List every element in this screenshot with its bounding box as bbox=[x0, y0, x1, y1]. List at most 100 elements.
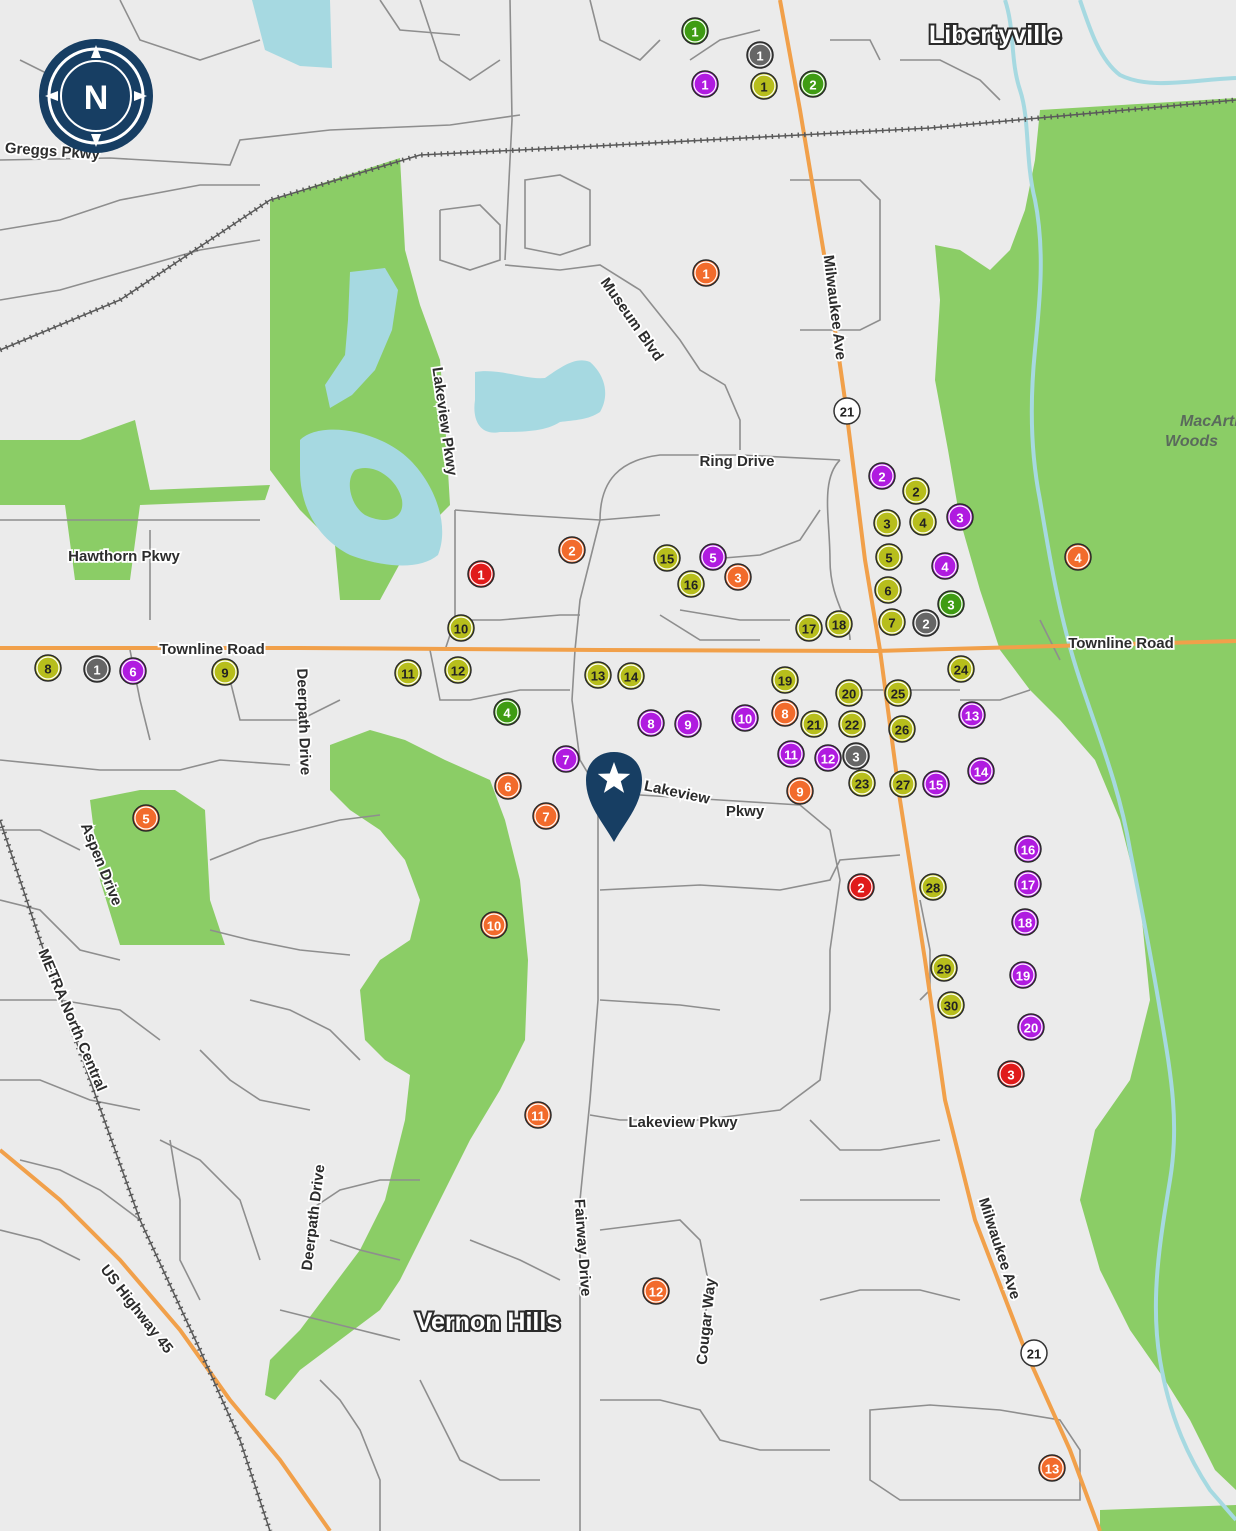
olive-marker-25[interactable]: 25 bbox=[884, 679, 912, 707]
orange-marker-11[interactable]: 11 bbox=[524, 1101, 552, 1129]
olive-marker-5[interactable]: 5 bbox=[875, 543, 903, 571]
road-label-ring-drive: Ring Drive bbox=[699, 453, 774, 470]
orange-marker-4[interactable]: 4 bbox=[1064, 543, 1092, 571]
purple-marker-11[interactable]: 11 bbox=[777, 740, 805, 768]
purple-marker-8[interactable]: 8 bbox=[637, 709, 665, 737]
olive-marker-17[interactable]: 17 bbox=[795, 614, 823, 642]
orange-marker-label: 10 bbox=[487, 919, 501, 934]
purple-marker-19[interactable]: 19 bbox=[1009, 961, 1037, 989]
purple-marker-17[interactable]: 17 bbox=[1014, 870, 1042, 898]
red-marker-1[interactable]: 1 bbox=[467, 560, 495, 588]
orange-marker-3[interactable]: 3 bbox=[724, 563, 752, 591]
purple-marker-14[interactable]: 14 bbox=[967, 757, 995, 785]
property-location-pin[interactable] bbox=[586, 752, 642, 842]
purple-marker-label: 8 bbox=[647, 717, 654, 732]
orange-marker-12[interactable]: 12 bbox=[642, 1277, 670, 1305]
olive-marker-23[interactable]: 23 bbox=[848, 769, 876, 797]
purple-marker-3[interactable]: 3 bbox=[946, 503, 974, 531]
orange-marker-6[interactable]: 6 bbox=[494, 772, 522, 800]
olive-marker-22[interactable]: 22 bbox=[838, 710, 866, 738]
purple-marker-2[interactable]: 2 bbox=[868, 462, 896, 490]
purple-marker-7[interactable]: 7 bbox=[552, 745, 580, 773]
olive-marker-10[interactable]: 10 bbox=[447, 614, 475, 642]
olive-marker-ring bbox=[827, 612, 851, 636]
olive-marker-24[interactable]: 24 bbox=[947, 655, 975, 683]
olive-marker-16[interactable]: 16 bbox=[677, 570, 705, 598]
olive-marker-26[interactable]: 26 bbox=[888, 715, 916, 743]
olive-marker-ring bbox=[877, 545, 901, 569]
olive-marker-29[interactable]: 29 bbox=[930, 954, 958, 982]
olive-marker-label: 15 bbox=[660, 552, 674, 567]
gray-marker-2[interactable]: 2 bbox=[912, 609, 940, 637]
olive-marker-21[interactable]: 21 bbox=[800, 710, 828, 738]
orange-marker-13[interactable]: 13 bbox=[1038, 1454, 1066, 1482]
olive-marker-ring bbox=[802, 712, 826, 736]
olive-marker-12[interactable]: 12 bbox=[444, 656, 472, 684]
olive-marker-circle bbox=[902, 477, 930, 505]
gray-marker-circle bbox=[83, 655, 111, 683]
olive-marker-13[interactable]: 13 bbox=[584, 661, 612, 689]
orange-marker-10[interactable]: 10 bbox=[480, 911, 508, 939]
orange-marker-circle bbox=[786, 777, 814, 805]
green-marker-label: 3 bbox=[947, 598, 954, 613]
purple-marker-5[interactable]: 5 bbox=[699, 543, 727, 571]
gray-marker-1[interactable]: 1 bbox=[746, 41, 774, 69]
olive-marker-2[interactable]: 2 bbox=[902, 477, 930, 505]
orange-marker-7[interactable]: 7 bbox=[532, 802, 560, 830]
red-marker-label: 1 bbox=[477, 568, 484, 583]
red-marker-3[interactable]: 3 bbox=[997, 1060, 1025, 1088]
olive-marker-9[interactable]: 9 bbox=[211, 658, 239, 686]
orange-marker-ring bbox=[534, 804, 558, 828]
olive-marker-30[interactable]: 30 bbox=[937, 991, 965, 1019]
olive-marker-18[interactable]: 18 bbox=[825, 610, 853, 638]
olive-marker-ring bbox=[449, 616, 473, 640]
purple-marker-1[interactable]: 1 bbox=[691, 70, 719, 98]
purple-marker-13[interactable]: 13 bbox=[958, 701, 986, 729]
purple-marker-20[interactable]: 20 bbox=[1017, 1013, 1045, 1041]
green-marker-3[interactable]: 3 bbox=[937, 590, 965, 618]
olive-marker-20[interactable]: 20 bbox=[835, 679, 863, 707]
olive-marker-14[interactable]: 14 bbox=[617, 662, 645, 690]
olive-marker-3[interactable]: 3 bbox=[873, 509, 901, 537]
purple-marker-ring bbox=[701, 545, 725, 569]
orange-marker-8[interactable]: 8 bbox=[771, 699, 799, 727]
olive-marker-4[interactable]: 4 bbox=[909, 508, 937, 536]
purple-marker-10[interactable]: 10 bbox=[731, 704, 759, 732]
olive-marker-ring bbox=[837, 681, 861, 705]
orange-marker-2[interactable]: 2 bbox=[558, 536, 586, 564]
green-marker-4[interactable]: 4 bbox=[493, 698, 521, 726]
purple-marker-6[interactable]: 6 bbox=[119, 657, 147, 685]
green-marker-2[interactable]: 2 bbox=[799, 70, 827, 98]
green-marker-1[interactable]: 1 bbox=[681, 17, 709, 45]
orange-marker-1[interactable]: 1 bbox=[692, 259, 720, 287]
olive-marker-circle bbox=[875, 543, 903, 571]
orange-marker-9[interactable]: 9 bbox=[786, 777, 814, 805]
olive-marker-label: 30 bbox=[944, 999, 958, 1014]
gray-marker-ring bbox=[914, 611, 938, 635]
olive-marker-label: 13 bbox=[591, 669, 605, 684]
purple-marker-16[interactable]: 16 bbox=[1014, 835, 1042, 863]
olive-marker-19[interactable]: 19 bbox=[771, 666, 799, 694]
gray-marker-3[interactable]: 3 bbox=[842, 742, 870, 770]
olive-marker-1[interactable]: 1 bbox=[750, 72, 778, 100]
olive-marker-27[interactable]: 27 bbox=[889, 770, 917, 798]
olive-marker-ring bbox=[679, 572, 703, 596]
olive-marker-6[interactable]: 6 bbox=[874, 576, 902, 604]
olive-marker-7[interactable]: 7 bbox=[878, 608, 906, 636]
water-bodies bbox=[252, 0, 606, 566]
purple-marker-15[interactable]: 15 bbox=[922, 770, 950, 798]
gray-marker-1[interactable]: 1 bbox=[83, 655, 111, 683]
orange-marker-5[interactable]: 5 bbox=[132, 804, 160, 832]
area-label-macarthur-woods-line-1: MacArthur bbox=[1180, 413, 1236, 430]
purple-marker-9[interactable]: 9 bbox=[674, 710, 702, 738]
olive-marker-15[interactable]: 15 bbox=[653, 544, 681, 572]
purple-marker-12[interactable]: 12 bbox=[814, 744, 842, 772]
orange-marker-circle bbox=[494, 772, 522, 800]
olive-marker-11[interactable]: 11 bbox=[394, 659, 422, 687]
olive-marker-8[interactable]: 8 bbox=[34, 654, 62, 682]
red-marker-2[interactable]: 2 bbox=[847, 873, 875, 901]
orange-marker-ring bbox=[496, 774, 520, 798]
purple-marker-18[interactable]: 18 bbox=[1011, 908, 1039, 936]
olive-marker-28[interactable]: 28 bbox=[919, 873, 947, 901]
purple-marker-4[interactable]: 4 bbox=[931, 552, 959, 580]
